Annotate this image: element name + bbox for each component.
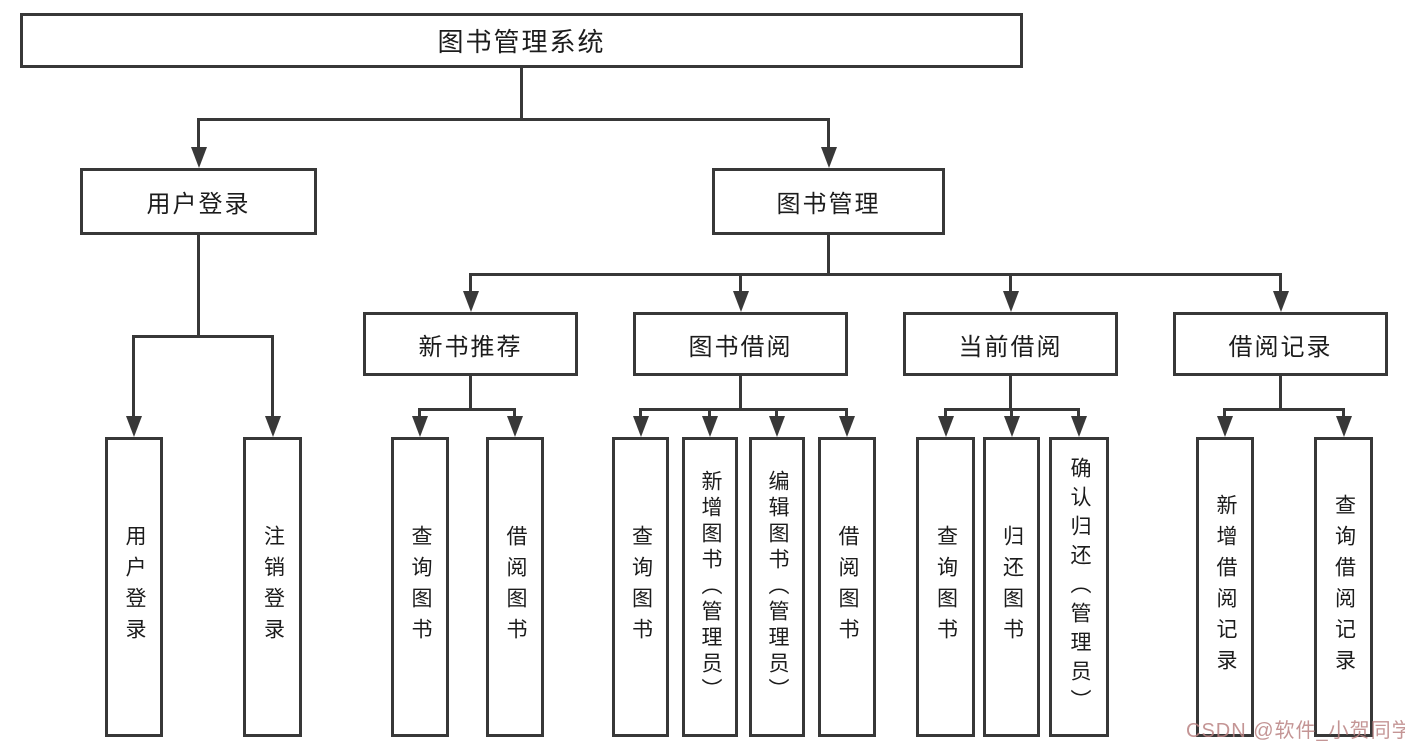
node-cb-query-books: 查询图书 bbox=[916, 437, 975, 737]
node-nb-borrow-books: 借阅图书 bbox=[486, 437, 544, 737]
arrow-down-icon bbox=[1071, 416, 1087, 437]
connector-line bbox=[520, 68, 523, 121]
node-root: 图书管理系统 bbox=[20, 13, 1023, 68]
csdn-watermark: CSDN @软件_小贺同学 bbox=[1186, 720, 1405, 742]
node-bb-edit-books-admin: 编辑图书（管理员） bbox=[749, 437, 805, 737]
connector-line bbox=[639, 408, 642, 418]
connector-line bbox=[708, 408, 711, 418]
arrow-down-icon bbox=[507, 416, 523, 437]
arrow-down-icon bbox=[769, 416, 785, 437]
connector-line bbox=[197, 118, 200, 148]
connector-line bbox=[271, 335, 274, 417]
node-book-borrow: 图书借阅 bbox=[633, 312, 848, 376]
arrow-down-icon bbox=[633, 416, 649, 437]
connector-line bbox=[827, 235, 830, 275]
arrow-down-icon bbox=[821, 147, 837, 168]
connector-line bbox=[418, 408, 516, 411]
connector-line bbox=[469, 376, 472, 411]
node-bb-query-books: 查询图书 bbox=[612, 437, 669, 737]
node-bb-borrow-books: 借阅图书 bbox=[818, 437, 876, 737]
node-br-query-record: 查询借阅记录 bbox=[1314, 437, 1373, 737]
connector-line bbox=[1279, 376, 1282, 411]
arrow-down-icon bbox=[412, 416, 428, 437]
connector-line bbox=[418, 408, 421, 418]
connector-line bbox=[739, 376, 742, 411]
arrow-down-icon bbox=[1217, 416, 1233, 437]
connector-line bbox=[1223, 408, 1226, 418]
node-cb-confirm-return-admin: 确认归还（管理员） bbox=[1049, 437, 1109, 737]
connector-line bbox=[132, 335, 274, 338]
arrow-down-icon bbox=[938, 416, 954, 437]
connector-line bbox=[197, 118, 830, 121]
arrow-down-icon bbox=[1004, 416, 1020, 437]
arrow-down-icon bbox=[733, 291, 749, 312]
connector-line bbox=[1010, 408, 1013, 418]
connector-line bbox=[197, 235, 200, 335]
arrow-down-icon bbox=[191, 147, 207, 168]
connector-line bbox=[1009, 273, 1012, 292]
arrow-down-icon bbox=[463, 291, 479, 312]
connector-line bbox=[469, 273, 1282, 276]
connector-line bbox=[827, 118, 830, 148]
arrow-down-icon bbox=[1003, 291, 1019, 312]
node-login: 用户登录 bbox=[105, 437, 163, 737]
arrow-down-icon bbox=[839, 416, 855, 437]
node-book-management: 图书管理 bbox=[712, 168, 945, 235]
node-current-borrow: 当前借阅 bbox=[903, 312, 1118, 376]
node-borrow-records: 借阅记录 bbox=[1173, 312, 1388, 376]
node-cb-return-books: 归还图书 bbox=[983, 437, 1040, 737]
arrow-down-icon bbox=[126, 416, 142, 437]
node-bb-add-books-admin: 新增图书（管理员） bbox=[682, 437, 738, 737]
connector-line bbox=[775, 408, 778, 418]
arrow-down-icon bbox=[265, 416, 281, 437]
connector-line bbox=[513, 408, 516, 418]
connector-line bbox=[639, 408, 848, 411]
arrow-down-icon bbox=[1273, 291, 1289, 312]
connector-line bbox=[944, 408, 947, 418]
arrow-down-icon bbox=[702, 416, 718, 437]
node-br-add-record: 新增借阅记录 bbox=[1196, 437, 1254, 737]
arrow-down-icon bbox=[1336, 416, 1352, 437]
node-new-book-recommend: 新书推荐 bbox=[363, 312, 578, 376]
connector-line bbox=[845, 408, 848, 418]
node-logout: 注销登录 bbox=[243, 437, 302, 737]
connector-line bbox=[132, 335, 135, 417]
connector-line bbox=[1223, 408, 1345, 411]
node-nb-query-books: 查询图书 bbox=[391, 437, 449, 737]
connector-line bbox=[1077, 408, 1080, 418]
connector-line bbox=[469, 273, 472, 292]
connector-line bbox=[1279, 273, 1282, 292]
node-user-login: 用户登录 bbox=[80, 168, 317, 235]
connector-line bbox=[739, 273, 742, 292]
connector-line bbox=[1009, 376, 1012, 411]
connector-line bbox=[1342, 408, 1345, 418]
